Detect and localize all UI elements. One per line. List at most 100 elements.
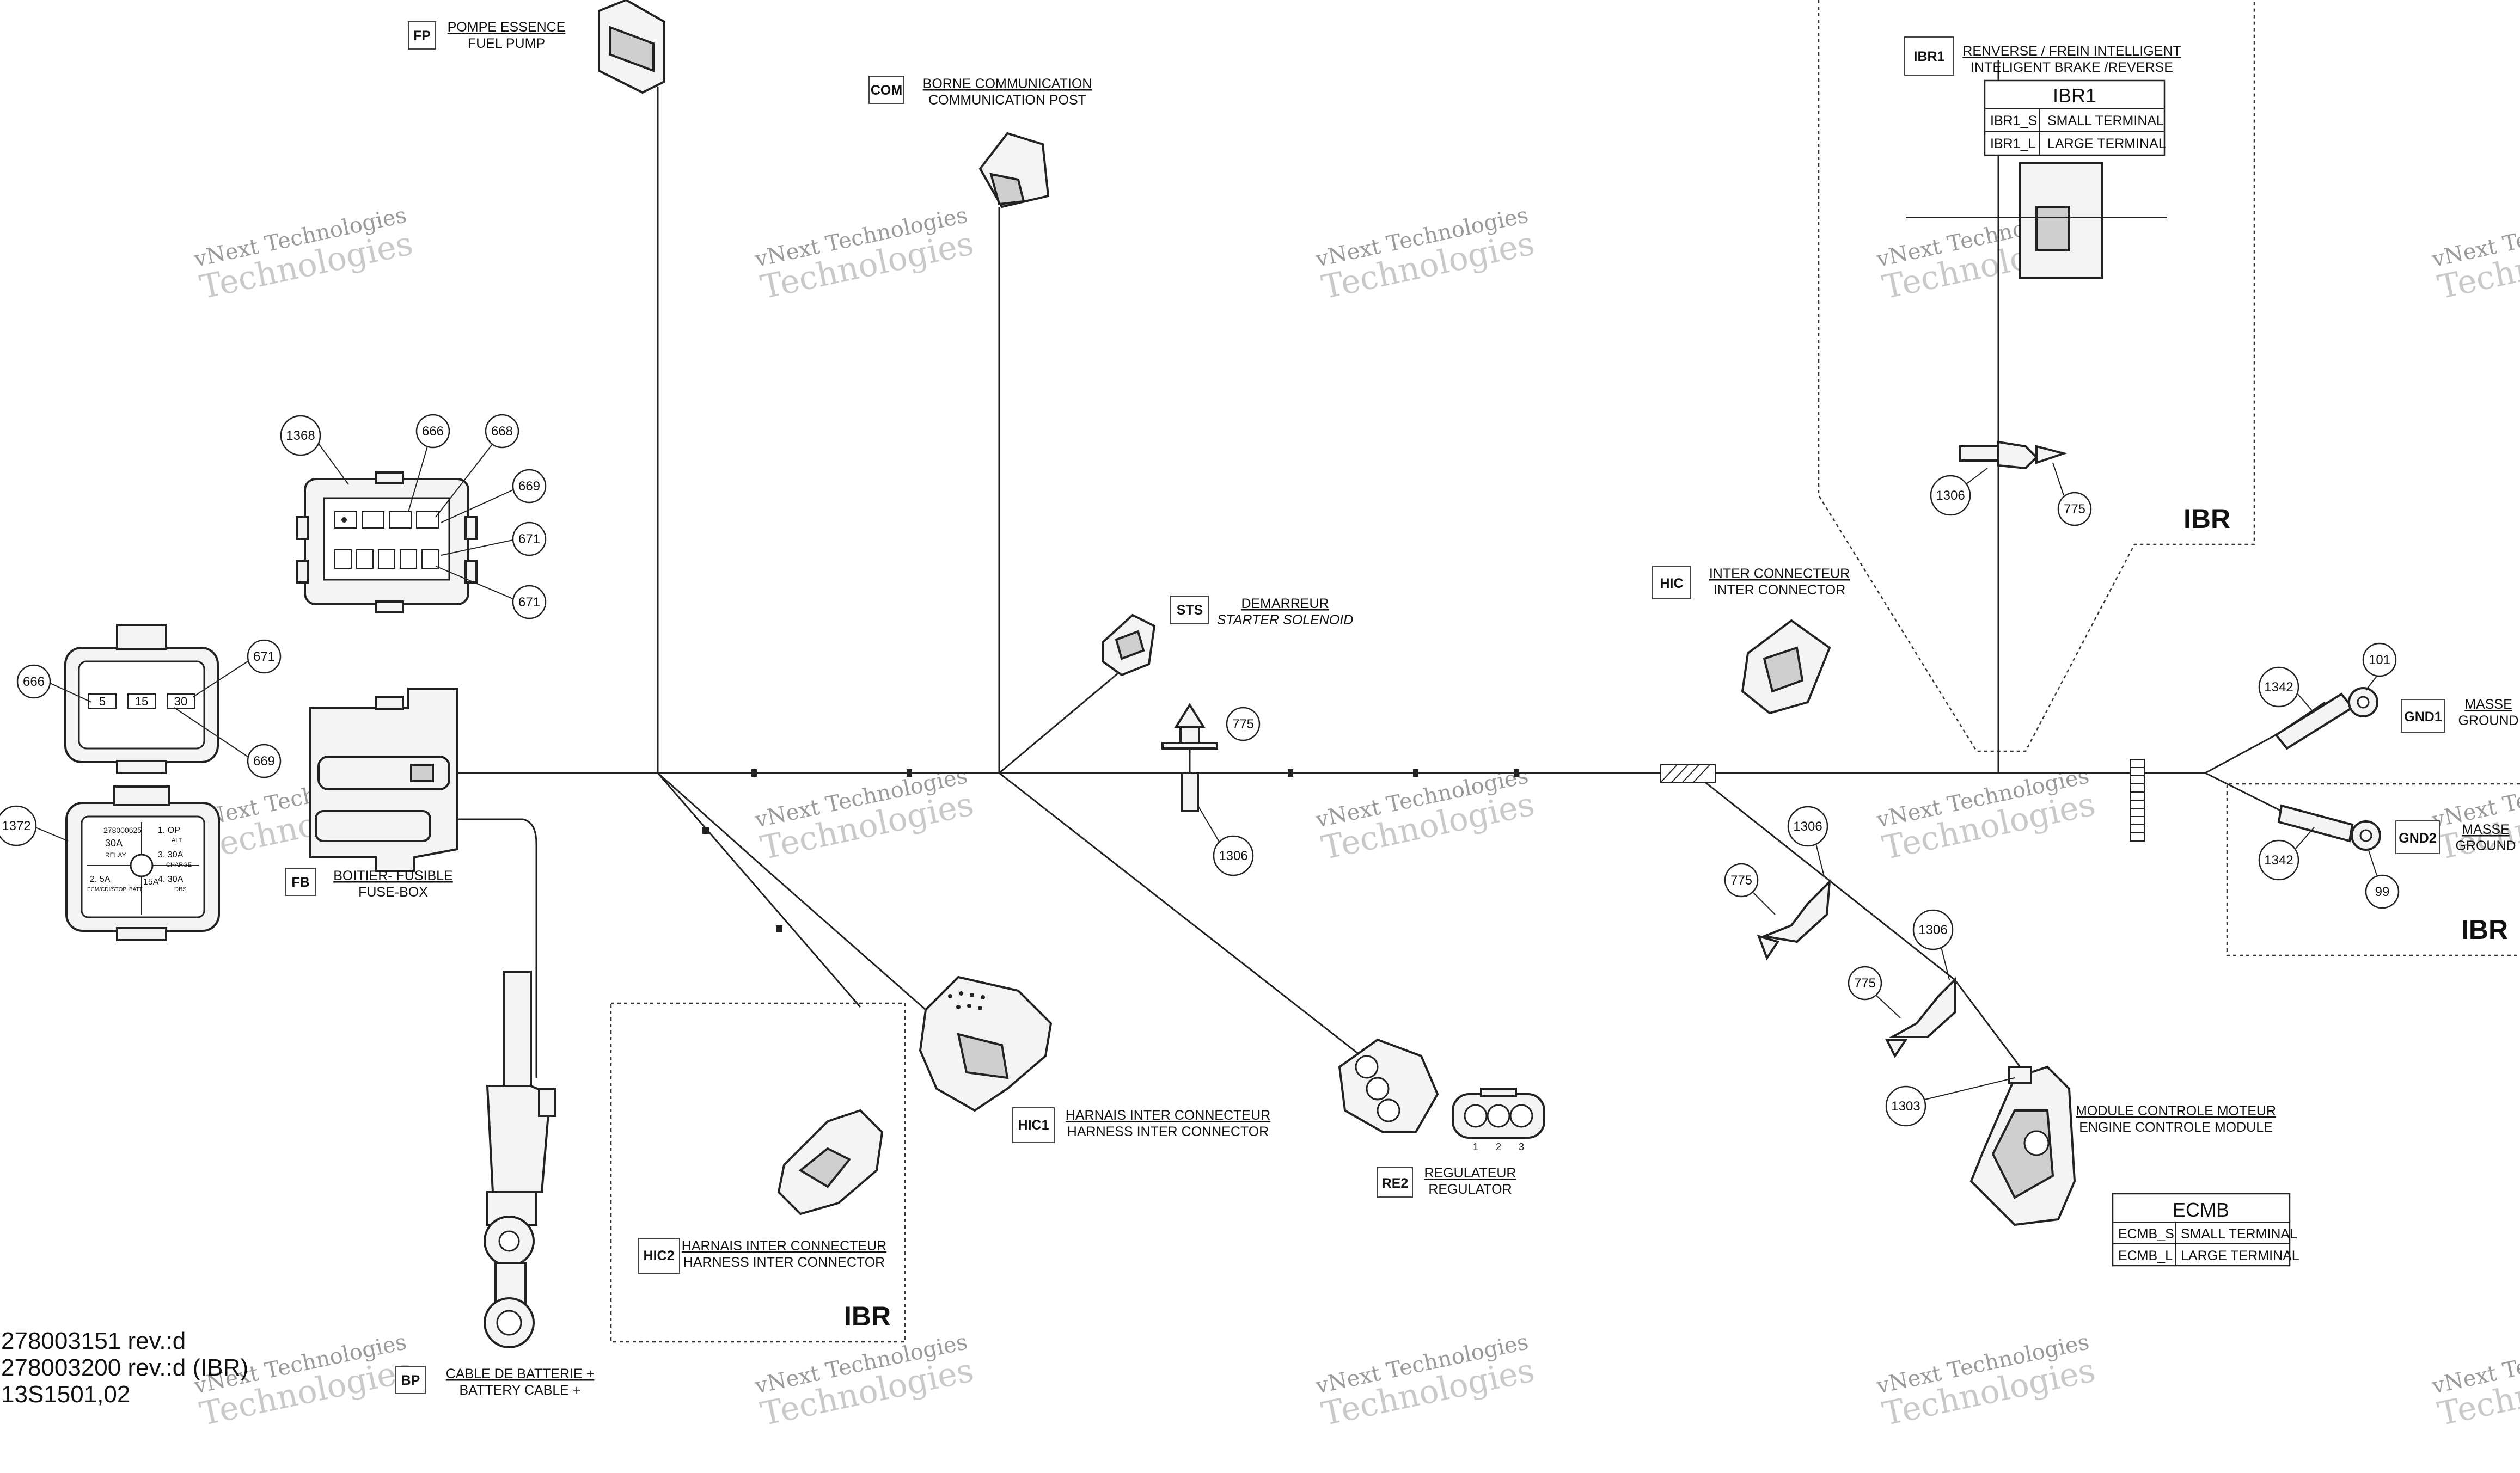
callout-bubble — [1787, 806, 1828, 847]
component-label-fr: BOITIER- FUSIBLE — [333, 868, 452, 883]
fuse-text: CHARGE — [166, 862, 192, 868]
fuel-pump-connector — [598, 0, 665, 94]
code-box — [1377, 1167, 1413, 1198]
code-box — [2401, 699, 2445, 733]
pin-number: 3 — [1519, 1141, 1524, 1152]
code-box — [1652, 566, 1691, 599]
code-box — [2395, 820, 2440, 854]
callout-number: 666 — [23, 674, 45, 689]
ibr1-connector — [1906, 162, 2167, 279]
callout-number: 669 — [518, 479, 540, 494]
code-box — [868, 76, 904, 104]
ibr1-terminal-pin — [1959, 440, 2068, 470]
component-code: GND2 — [2399, 831, 2436, 846]
component-code: BP — [401, 1373, 420, 1388]
component-code: FP — [413, 28, 431, 44]
callout-bubble — [247, 744, 282, 778]
component-code: IBR1 — [1914, 49, 1945, 64]
callout-bubble — [2258, 666, 2299, 708]
component-label-en: STARTER SOLENOID — [1217, 612, 1354, 628]
callout-number: 1306 — [1219, 849, 1247, 863]
component-label-fr: REGULATEUR — [1424, 1165, 1516, 1181]
pin-number: 1 — [1473, 1141, 1478, 1152]
table-cell: IBR1_L — [1990, 136, 2035, 151]
callout-number: 1306 — [1793, 819, 1822, 834]
callout-bubble — [512, 469, 547, 504]
callout-bubble — [280, 415, 321, 456]
splice-dot — [702, 769, 1519, 932]
callout-bubble — [247, 639, 282, 674]
regulator-pinout: 1 2 3 — [1452, 1088, 1545, 1152]
ibr-zone-right — [2226, 783, 2520, 956]
relay-part-number: 278000625 — [103, 826, 142, 834]
callout-number: 671 — [518, 595, 540, 610]
component-label-en: INTER CONNECTOR — [1714, 582, 1846, 598]
table-title: ECMB — [2173, 1199, 2229, 1221]
component-label-fr: HARNAIS INTER CONNECTEUR — [682, 1238, 886, 1254]
callout-bubble — [1885, 1085, 1926, 1127]
callout-number: 101 — [2369, 653, 2390, 667]
component-label-fr: INTER CONNECTEUR — [1709, 566, 1850, 581]
harness-sleeve — [1660, 764, 1716, 783]
ibr-zone-top — [1818, 0, 2255, 752]
fuse-text: ALT — [172, 837, 182, 844]
doc-reference: 278003200 rev.:d (IBR) — [1, 1354, 248, 1381]
callout-number: 671 — [253, 649, 275, 664]
doc-reference: 278003151 rev.:d — [1, 1328, 186, 1354]
callout-number: 1306 — [1936, 488, 1965, 503]
fuse-text: 4. 30A — [158, 875, 184, 884]
component-code: STS — [1177, 603, 1203, 618]
callout-number: 1342 — [2264, 853, 2293, 868]
code-box — [285, 868, 316, 896]
fuse-text: DBS — [174, 886, 187, 893]
component-code: HIC — [1660, 576, 1683, 591]
callout-number: 671 — [518, 532, 540, 547]
engine-control-module — [1969, 1065, 2076, 1226]
communication-post-connector — [978, 132, 1050, 208]
zone-label: IBR — [844, 1301, 891, 1331]
fuse-text: 15A — [143, 877, 159, 887]
table-cell: LARGE TERMINAL — [2181, 1248, 2299, 1263]
component-code: FB — [291, 875, 309, 890]
callout-bubble — [1213, 835, 1254, 876]
fuse-text: 1. OP — [158, 826, 180, 835]
component-label-en: REGULATOR — [1428, 1182, 1512, 1197]
component-code: GND1 — [2404, 709, 2442, 725]
starter-solenoid-connector — [1102, 613, 1156, 677]
callout-bubble — [512, 521, 547, 556]
hic-terminal-pin — [1757, 879, 1831, 961]
zone-label: IBR — [2183, 504, 2230, 534]
fuse-text: ECM/CDI/STOP — [87, 887, 126, 893]
table-cell: ECMB_L — [2118, 1248, 2173, 1263]
callout-number: 666 — [422, 424, 444, 439]
callout-bubble — [2365, 874, 2400, 909]
ibr1-terminal-table: IBR1 IBR1_S SMALL TERMINAL IBR1_L LARGE … — [1984, 79, 2166, 156]
component-label-fr: MASSE — [2464, 697, 2512, 712]
pin-number: 2 — [1496, 1141, 1501, 1152]
component-label-fr: MASSE — [2462, 822, 2510, 837]
harness-inter-connector-2 — [777, 1109, 884, 1216]
ecmb-terminal-table: ECMB ECMB_S SMALL TERMINAL ECMB_L LARGE … — [2112, 1193, 2299, 1267]
callout-bubble — [2362, 642, 2397, 677]
harness-inter-connector-1 — [919, 975, 1053, 1112]
inter-connector — [1741, 619, 1831, 715]
code-box — [1904, 36, 1954, 76]
component-label-en: BATTERY CABLE + — [459, 1383, 580, 1398]
callout-bubble — [1930, 475, 1971, 516]
fuse-text: 2. 5A — [90, 875, 111, 884]
callout-number: 668 — [491, 424, 513, 439]
callout-bubble — [1724, 863, 1759, 898]
component-label-fr: CABLE DE BATTERIE + — [446, 1366, 595, 1382]
table-cell: IBR1_S — [1990, 113, 2037, 128]
table-cell: SMALL TERMINAL — [2181, 1226, 2297, 1242]
component-code: HIC2 — [644, 1248, 675, 1263]
callout-number: 775 — [1232, 717, 1254, 732]
callout-number: 775 — [2064, 502, 2085, 517]
fuse-box-connector-view — [296, 471, 478, 613]
code-box — [408, 21, 436, 50]
callout-bubble — [1226, 707, 1261, 741]
component-code: HIC1 — [1018, 1118, 1049, 1133]
table-cell: LARGE TERMINAL — [2047, 136, 2166, 151]
component-label-en: FUEL PUMP — [468, 36, 545, 51]
code-box — [1170, 596, 1209, 624]
